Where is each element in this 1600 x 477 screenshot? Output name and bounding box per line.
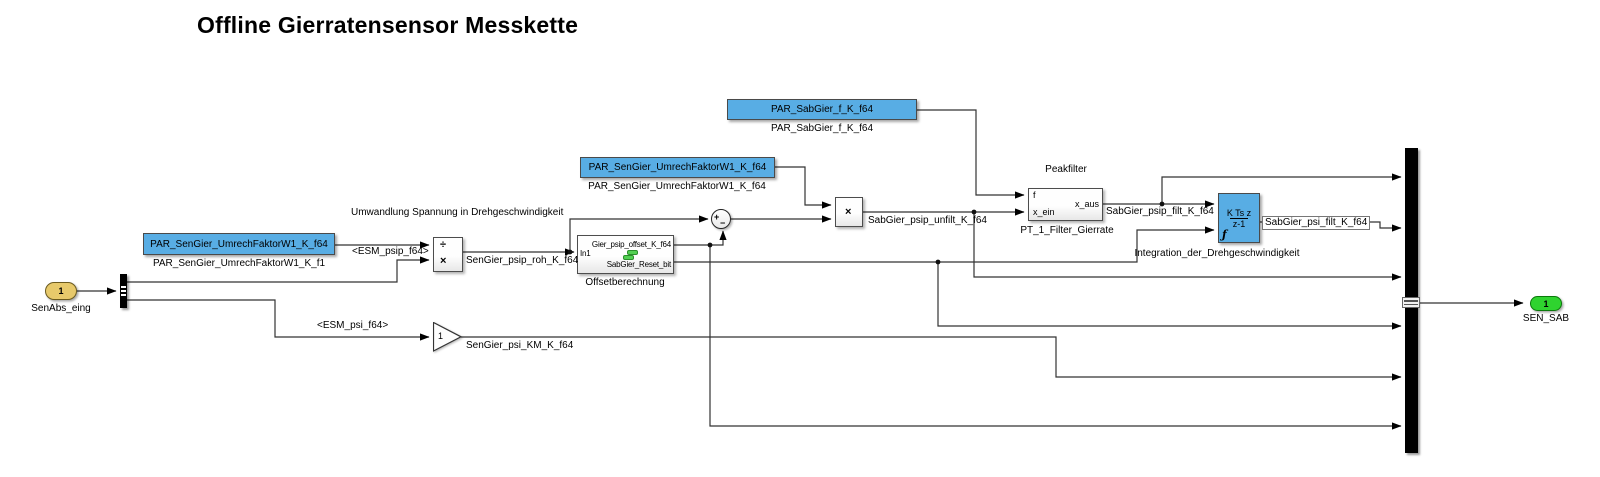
block-name-pt1-filter-gierrate[interactable]: PT_1_Filter_Gierrate bbox=[1020, 225, 1114, 236]
multiply-op-icon: × bbox=[440, 255, 447, 267]
block-text: PAR_SabGier_f_K_f64 bbox=[770, 104, 874, 115]
inport-number: 1 bbox=[58, 286, 64, 296]
signal-wire[interactable] bbox=[127, 299, 430, 341]
signal-wire[interactable] bbox=[937, 262, 1402, 330]
annotation-umwandlung: Umwandlung Spannung in Drehgeschwindigke… bbox=[351, 207, 564, 218]
signal-wire[interactable] bbox=[127, 256, 430, 283]
divide-op-icon: ÷ bbox=[440, 239, 447, 251]
block-pt1-filter-gierrate[interactable]: f x_ein x_aus bbox=[1028, 188, 1103, 221]
annotation-peakfilter-title: Peakfilter bbox=[1045, 164, 1087, 175]
integrator-fraction: K Ts z z-1 bbox=[1227, 208, 1251, 229]
block-par-sengier-umrechfaktor-2[interactable]: PAR_SenGier_UmrechFaktorW1_K_f64 bbox=[580, 157, 775, 178]
block-sum[interactable]: + − bbox=[711, 209, 731, 229]
logging-badge-icon bbox=[627, 250, 638, 255]
integrator-numerator: K Ts z bbox=[1226, 207, 1252, 218]
block-name-par-sabgier-f[interactable]: PAR_SabGier_f_K_f64 bbox=[770, 123, 874, 134]
bus-selector-icon bbox=[121, 286, 126, 296]
signal-label-roh[interactable]: SenGier_psip_roh_K_f64 bbox=[466, 255, 579, 266]
signal-wire[interactable] bbox=[775, 166, 832, 209]
logging-badge-icon bbox=[623, 255, 634, 260]
outport-1[interactable]: 1 bbox=[1530, 296, 1562, 311]
mux-output-connector-icon[interactable] bbox=[1402, 297, 1420, 308]
signal-label-esm-psip[interactable]: <ESM_psip_f64> bbox=[352, 246, 429, 257]
signal-label-psip-filt[interactable]: SabGier_psip_filt_K_f64 bbox=[1106, 206, 1214, 217]
signal-wire[interactable] bbox=[674, 230, 727, 246]
block-name-sen-sab[interactable]: SEN_SAB bbox=[1522, 313, 1570, 324]
outport-number: 1 bbox=[1543, 298, 1549, 309]
gain-value: 1 bbox=[438, 331, 444, 341]
block-discrete-integrator[interactable]: K Ts z z-1 ƒ bbox=[1218, 193, 1260, 243]
port-label-x-ein: x_ein bbox=[1033, 207, 1055, 217]
port-label-x-aus: x_aus bbox=[1074, 199, 1099, 209]
block-text: PAR_SenGier_UmrechFaktorW1_K_f64 bbox=[588, 162, 767, 173]
block-par-sabgier-f[interactable]: PAR_SabGier_f_K_f64 bbox=[727, 99, 917, 120]
signal-wire[interactable] bbox=[461, 336, 1402, 381]
signal-wire[interactable] bbox=[1161, 173, 1402, 204]
block-par-sengier-umrechfaktor-1[interactable]: PAR_SenGier_UmrechFaktorW1_K_f64 bbox=[143, 233, 335, 255]
signal-wire[interactable] bbox=[917, 109, 1025, 199]
signal-wire[interactable] bbox=[973, 212, 1402, 281]
sum-minus-icon: − bbox=[720, 218, 726, 228]
wire-junctions bbox=[567, 201, 1165, 265]
block-name-offsetberechnung[interactable]: Offsetberechnung bbox=[585, 277, 665, 288]
signal-label-psi-km[interactable]: SenGier_psi_KM_K_f64 bbox=[466, 340, 574, 351]
signal-label-esm-psi[interactable]: <ESM_psi_f64> bbox=[317, 320, 389, 331]
block-gain[interactable]: 1 bbox=[432, 321, 463, 352]
block-product[interactable]: × bbox=[835, 197, 863, 227]
signal-wire[interactable] bbox=[709, 245, 1402, 430]
port-label-reset-out: SabGier_Reset_bit bbox=[606, 260, 671, 269]
integrator-denominator: z-1 bbox=[1229, 217, 1249, 229]
block-name-par-sengier-umrechfaktor-2[interactable]: PAR_SenGier_UmrechFaktorW1_K_f64 bbox=[588, 181, 766, 192]
block-name-senabs-eing[interactable]: SenAbs_eing bbox=[31, 303, 91, 314]
signal-wire[interactable] bbox=[569, 215, 709, 252]
diagram-title: Offline Gierratensensor Messkette bbox=[197, 12, 579, 38]
port-label-f: f bbox=[1033, 190, 1036, 200]
signal-label-unfilt[interactable]: SabGier_psip_unfilt_K_f64 bbox=[868, 215, 987, 226]
sum-plus-icon: + bbox=[714, 212, 720, 222]
block-name-par-sengier-umrechfaktor-1[interactable]: PAR_SenGier_UmrechFaktorW1_K_f1 bbox=[152, 258, 326, 269]
port-label-offset-out: Gier_psip_offset_K_f64 bbox=[591, 240, 671, 249]
inport-1[interactable]: 1 bbox=[45, 282, 77, 300]
signal-label-psi-filt[interactable]: SabGier_psi_filt_K_f64 bbox=[1262, 216, 1371, 230]
block-divide[interactable]: ÷ × bbox=[433, 237, 463, 272]
gain-triangle-icon bbox=[432, 321, 463, 352]
block-offsetberechnung[interactable]: Gier_psip_offset_K_f64 In1 SabGier_Reset… bbox=[577, 235, 674, 274]
block-name-integrator[interactable]: Integration_der_Drehgeschwindigkeit bbox=[1134, 248, 1300, 259]
port-label-in1: In1 bbox=[580, 249, 591, 258]
multiply-op-icon: × bbox=[845, 206, 852, 218]
signal-wire[interactable] bbox=[674, 226, 1215, 263]
block-text: PAR_SenGier_UmrechFaktorW1_K_f64 bbox=[150, 238, 328, 250]
reset-port-icon: ƒ bbox=[1222, 228, 1227, 241]
